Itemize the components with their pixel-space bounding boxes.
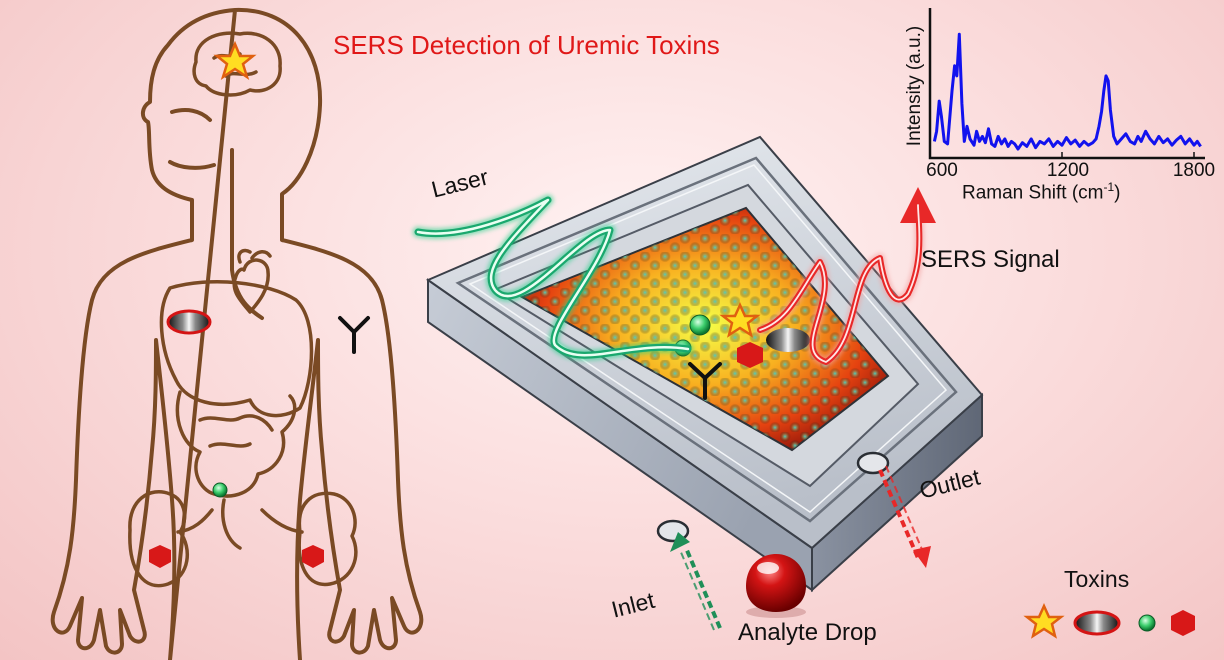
internal-organs: [128, 31, 358, 588]
inset-axes: [928, 8, 1205, 160]
inset-spectrum-chart: [928, 8, 1205, 160]
antibody-substrate: [688, 362, 722, 400]
toxin-oval-substrate: [766, 328, 810, 352]
diagram-title: SERS Detection of Uremic Toxins: [333, 30, 720, 60]
heart-outline: [232, 258, 270, 314]
outlet-arrow: [878, 465, 931, 568]
toxin-oval-stomach: [166, 309, 212, 335]
intestine-outline: [175, 390, 297, 498]
antibody-body: [338, 316, 370, 354]
sers-chip-device: [425, 135, 984, 593]
legend-star-icon: [1023, 602, 1065, 639]
x-tick-label: 600: [926, 160, 958, 181]
x-tick-label: 1200: [1046, 160, 1090, 181]
legend-hexagon-icon: [1171, 610, 1195, 636]
inset-y-axis-label: Intensity (a.u.): [904, 25, 925, 147]
x-axis-label-close: ): [1114, 182, 1121, 204]
spectrum-line: [932, 32, 1202, 151]
stomach-outline: [159, 280, 314, 418]
x-axis-label-superscript: -1: [1103, 180, 1115, 194]
laser-beam: [412, 194, 694, 361]
legend-sphere-icon: [1138, 614, 1156, 632]
analyte-drop-label: Analyte Drop: [738, 619, 877, 646]
brain-outline: [192, 31, 282, 97]
analyte-drop-icon: [746, 554, 806, 618]
sers-signal-wave: [755, 187, 937, 367]
toxin-star-substrate: [719, 301, 761, 338]
channel-groove-inner: [468, 164, 948, 513]
kidney-right: [297, 491, 358, 587]
toxin-hexagon-substrate: [737, 342, 763, 368]
inlet-arrow: [670, 532, 722, 631]
x-tick-label: 1800: [1172, 160, 1216, 181]
human-body-outline: [50, 7, 424, 660]
toxin-star-brain: [213, 40, 257, 80]
bladder-outline: [221, 498, 242, 550]
legend-oval-icon: [1073, 610, 1121, 636]
outlet-port: [856, 451, 890, 475]
inset-x-axis-label: Raman Shift (cm-1): [962, 180, 1120, 204]
toxins-legend-label: Toxins: [1064, 566, 1130, 592]
toxin-hexagon-kidney-left: [149, 545, 171, 568]
x-axis-label-main: Raman Shift (cm: [962, 182, 1104, 204]
sers-signal-label: SERS Signal: [921, 246, 1060, 273]
toxin-sphere-bladder: [212, 482, 228, 498]
toxin-hexagon-kidney-right: [302, 545, 324, 568]
channel-groove: [455, 156, 958, 523]
